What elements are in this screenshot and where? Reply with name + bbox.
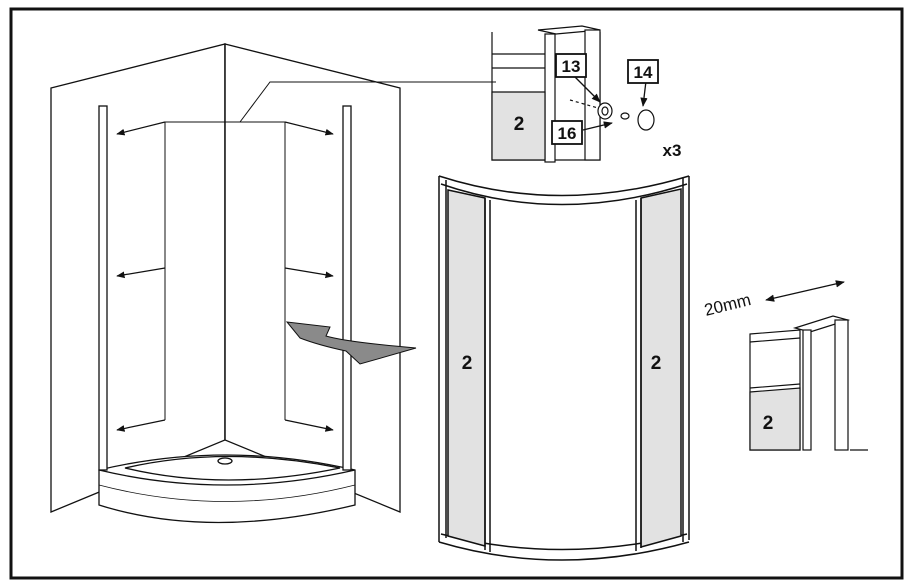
part-13-box (555, 53, 587, 78)
drain (217, 457, 233, 465)
dimension-arrow (765, 280, 845, 302)
left-wall-profile (98, 105, 108, 471)
insert-panel-arrow (285, 321, 417, 365)
right-wall (224, 43, 401, 513)
part-16-box (551, 120, 583, 145)
adjustment-detail (749, 315, 868, 451)
adjust-glass-panel (749, 387, 801, 451)
detail-glass-number: 2 (514, 114, 525, 135)
right-glass-number: 2 (651, 353, 662, 374)
left-glass-number: 2 (462, 353, 473, 374)
profile-arrows (116, 121, 334, 432)
part-14-label: 14 (634, 63, 653, 82)
screw-cap (637, 109, 655, 131)
adjust-glass-number: 2 (763, 413, 774, 434)
part-13-label: 13 (562, 57, 581, 76)
shower-corner-illustration (50, 43, 496, 524)
part-16-label: 16 (558, 124, 577, 143)
page-border (9, 7, 904, 580)
left-wall (50, 43, 226, 513)
right-wall-profile (342, 105, 352, 471)
part-14-box (627, 59, 659, 84)
detail-leader-line (239, 81, 496, 123)
detail-glass-panel (491, 91, 546, 161)
screw (620, 112, 630, 120)
curved-enclosure-front (438, 175, 690, 561)
dimension-label: 20mm (702, 290, 752, 320)
quantity-label: x3 (663, 141, 682, 160)
